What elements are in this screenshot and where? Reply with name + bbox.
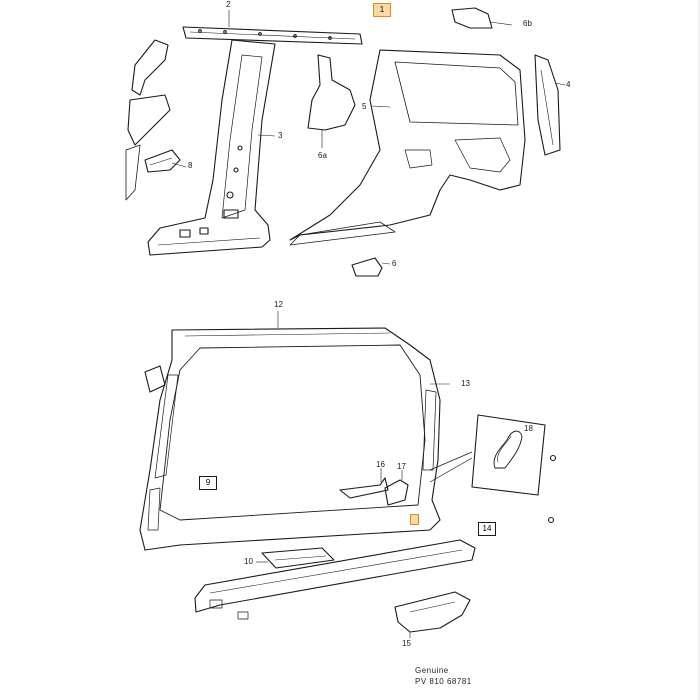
footer-part-number: PV 810 68781 [415, 677, 472, 686]
callout-13: 13 [461, 379, 470, 388]
part-12-tailgate-frame [139, 311, 450, 551]
frame-side-bracket [144, 365, 166, 393]
part-6-bracket [351, 257, 391, 277]
callout-16: 16 [376, 460, 385, 469]
callout-9-box: 9 [199, 476, 217, 490]
callout-8: 8 [188, 161, 193, 170]
part-2-roof-rail [182, 10, 363, 45]
page-edge [698, 0, 700, 700]
part-5-rear-quarter [289, 49, 526, 246]
part-10-plate [256, 547, 335, 569]
callout-3: 3 [278, 131, 283, 140]
callout-10: 10 [244, 557, 253, 566]
callout-14-box: 14 [478, 522, 496, 536]
part-17-bracket [384, 470, 409, 506]
part-16-bracket [339, 468, 389, 499]
part-15-bracket [394, 591, 471, 638]
part-3-b-pillar [147, 39, 276, 256]
callout-6a: 6a [318, 151, 327, 160]
part-14-rear-sill [194, 539, 476, 620]
part-18-inset [429, 414, 546, 496]
callout-17: 17 [397, 462, 406, 471]
callout-6: 6 [392, 259, 397, 268]
part-8-bracket [144, 149, 187, 173]
part-6a-bracket [307, 54, 356, 148]
footer-genuine: Genuine [415, 666, 449, 675]
callout-6b: 6b [523, 19, 532, 28]
callout-12: 12 [274, 300, 283, 309]
part-4-rear-pillar [534, 54, 566, 156]
callout-1-box: 1 [373, 3, 391, 17]
callout-15: 15 [402, 639, 411, 648]
callout-5: 5 [362, 102, 367, 111]
callout-18: 18 [524, 424, 533, 433]
callout-4: 4 [566, 80, 571, 89]
callout-2: 2 [226, 0, 231, 9]
highlight-marker [410, 514, 419, 525]
part-6b-piece [451, 7, 513, 29]
part-a-pillar-fragment [125, 39, 171, 201]
edge-marks [547, 454, 557, 524]
